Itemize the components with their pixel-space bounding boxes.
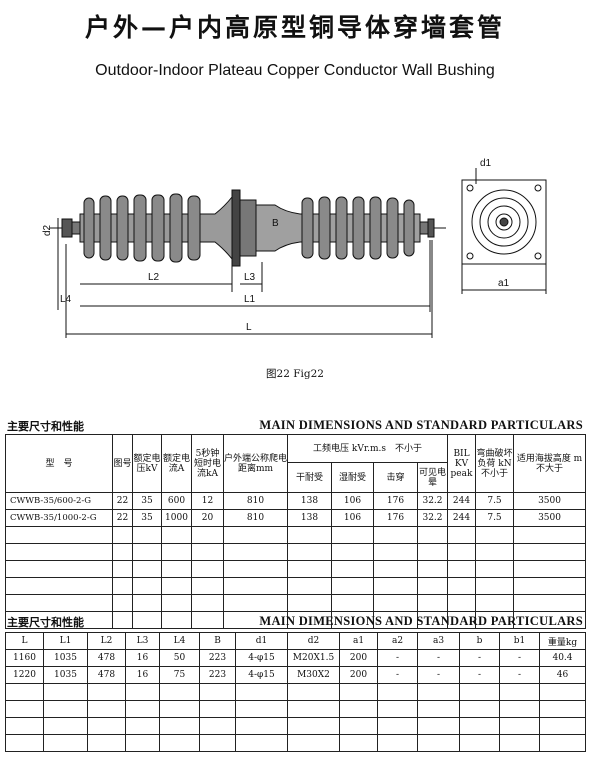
col-rated-current: 额定电流A	[161, 434, 192, 493]
col-rated-voltage: 额定电压kV	[132, 434, 162, 493]
dim-l2-label: L2	[148, 272, 160, 283]
col-model: 型 号	[5, 434, 113, 493]
col-L4: L4	[159, 632, 200, 650]
section2-title-en: MAIN DIMENSIONS AND STANDARD PARTICULARS	[259, 614, 583, 628]
empty-row	[5, 560, 587, 578]
empty-row	[5, 700, 586, 718]
col-d1: d1	[235, 632, 288, 650]
col-weight: 重量kg	[539, 632, 586, 650]
dim-l-label: L	[246, 322, 252, 333]
col-L1: L1	[43, 632, 88, 650]
empty-row	[5, 683, 586, 701]
dim-b-label: B	[272, 218, 279, 229]
section2-title-cn: 主要尺寸和性能	[7, 616, 84, 629]
figure-caption: 图22 Fig22	[266, 368, 324, 380]
col-altitude: 适用海拔高度 m 不大于	[513, 434, 587, 493]
dim-l3-label: L3	[244, 272, 256, 283]
col-short-time-current: 5秒钟短时电流kA	[191, 434, 224, 493]
section1-title-en: MAIN DIMENSIONS AND STANDARD PARTICULARS	[259, 418, 583, 432]
empty-row	[5, 734, 586, 752]
bushing-drawing: d2 L2 L3 B L4 L1 L d1 a1	[42, 158, 547, 338]
dim-l1-label: L1	[244, 294, 256, 305]
table-row: 1160 1035 478 16 50 223 4-φ15 M20X1.5 20…	[5, 649, 586, 667]
col-breakdown: 击穿	[373, 462, 418, 493]
col-bil: BIL KV peak	[447, 434, 477, 493]
col-dry: 干耐受	[287, 462, 332, 493]
col-power-freq: 工频电压 kVr.m.s 不小于	[286, 434, 449, 463]
col-a1: a1	[339, 632, 378, 650]
dim-d1-label: d1	[480, 158, 492, 169]
section2-header: 主要尺寸和性能 MAIN DIMENSIONS AND STANDARD PAR…	[5, 614, 585, 632]
col-bending: 弯曲破坏负荷 kN 不小于	[475, 434, 515, 493]
col-d2: d2	[287, 632, 340, 650]
empty-row	[5, 594, 587, 612]
col-b1: b1	[499, 632, 540, 650]
empty-row	[5, 611, 587, 629]
col-b: b	[459, 632, 500, 650]
table-row: CWWB-35/1000-2-G 22 35 1000 20 810 138 1…	[5, 509, 587, 527]
section1-title-cn: 主要尺寸和性能	[7, 420, 84, 433]
dim-a1-label: a1	[498, 278, 510, 289]
page-title-chinese: 户外—户内高原型铜导体穿墙套管	[84, 13, 505, 42]
col-L2: L2	[87, 632, 126, 650]
empty-row	[5, 717, 586, 735]
page-title-english: Outdoor-Indoor Plateau Copper Conductor …	[95, 62, 495, 79]
dimensions-table: L L1 L2 L3 L4 B d1 d2 a1 a2 a3 b b1 重量kg…	[5, 632, 586, 752]
empty-row	[5, 526, 587, 544]
col-fig-no: 图号	[112, 434, 133, 493]
dim-d2-label: d2	[42, 224, 53, 236]
col-wet: 湿耐受	[331, 462, 374, 493]
col-L: L	[5, 632, 44, 650]
col-creepage: 户外端公称爬电距离mm	[223, 434, 288, 493]
dim-l4-label: L4	[60, 294, 72, 305]
table-row: CWWB-35/600-2-G 22 35 600 12 810 138 106…	[5, 492, 587, 510]
col-visible-corona: 可见电晕	[416, 462, 449, 493]
col-L3: L3	[125, 632, 160, 650]
col-B: B	[199, 632, 236, 650]
table-row: 1220 1035 478 16 75 223 4-φ15 M30X2 200 …	[5, 666, 586, 684]
empty-row	[5, 577, 587, 595]
section1-header: 主要尺寸和性能 MAIN DIMENSIONS AND STANDARD PAR…	[5, 418, 585, 436]
col-a2: a2	[377, 632, 418, 650]
particulars-table: 型 号 图号 额定电压kV 额定电流A 5秒钟短时电流kA 户外端公称爬电距离m…	[5, 434, 587, 629]
empty-row	[5, 543, 587, 561]
col-a3: a3	[417, 632, 460, 650]
